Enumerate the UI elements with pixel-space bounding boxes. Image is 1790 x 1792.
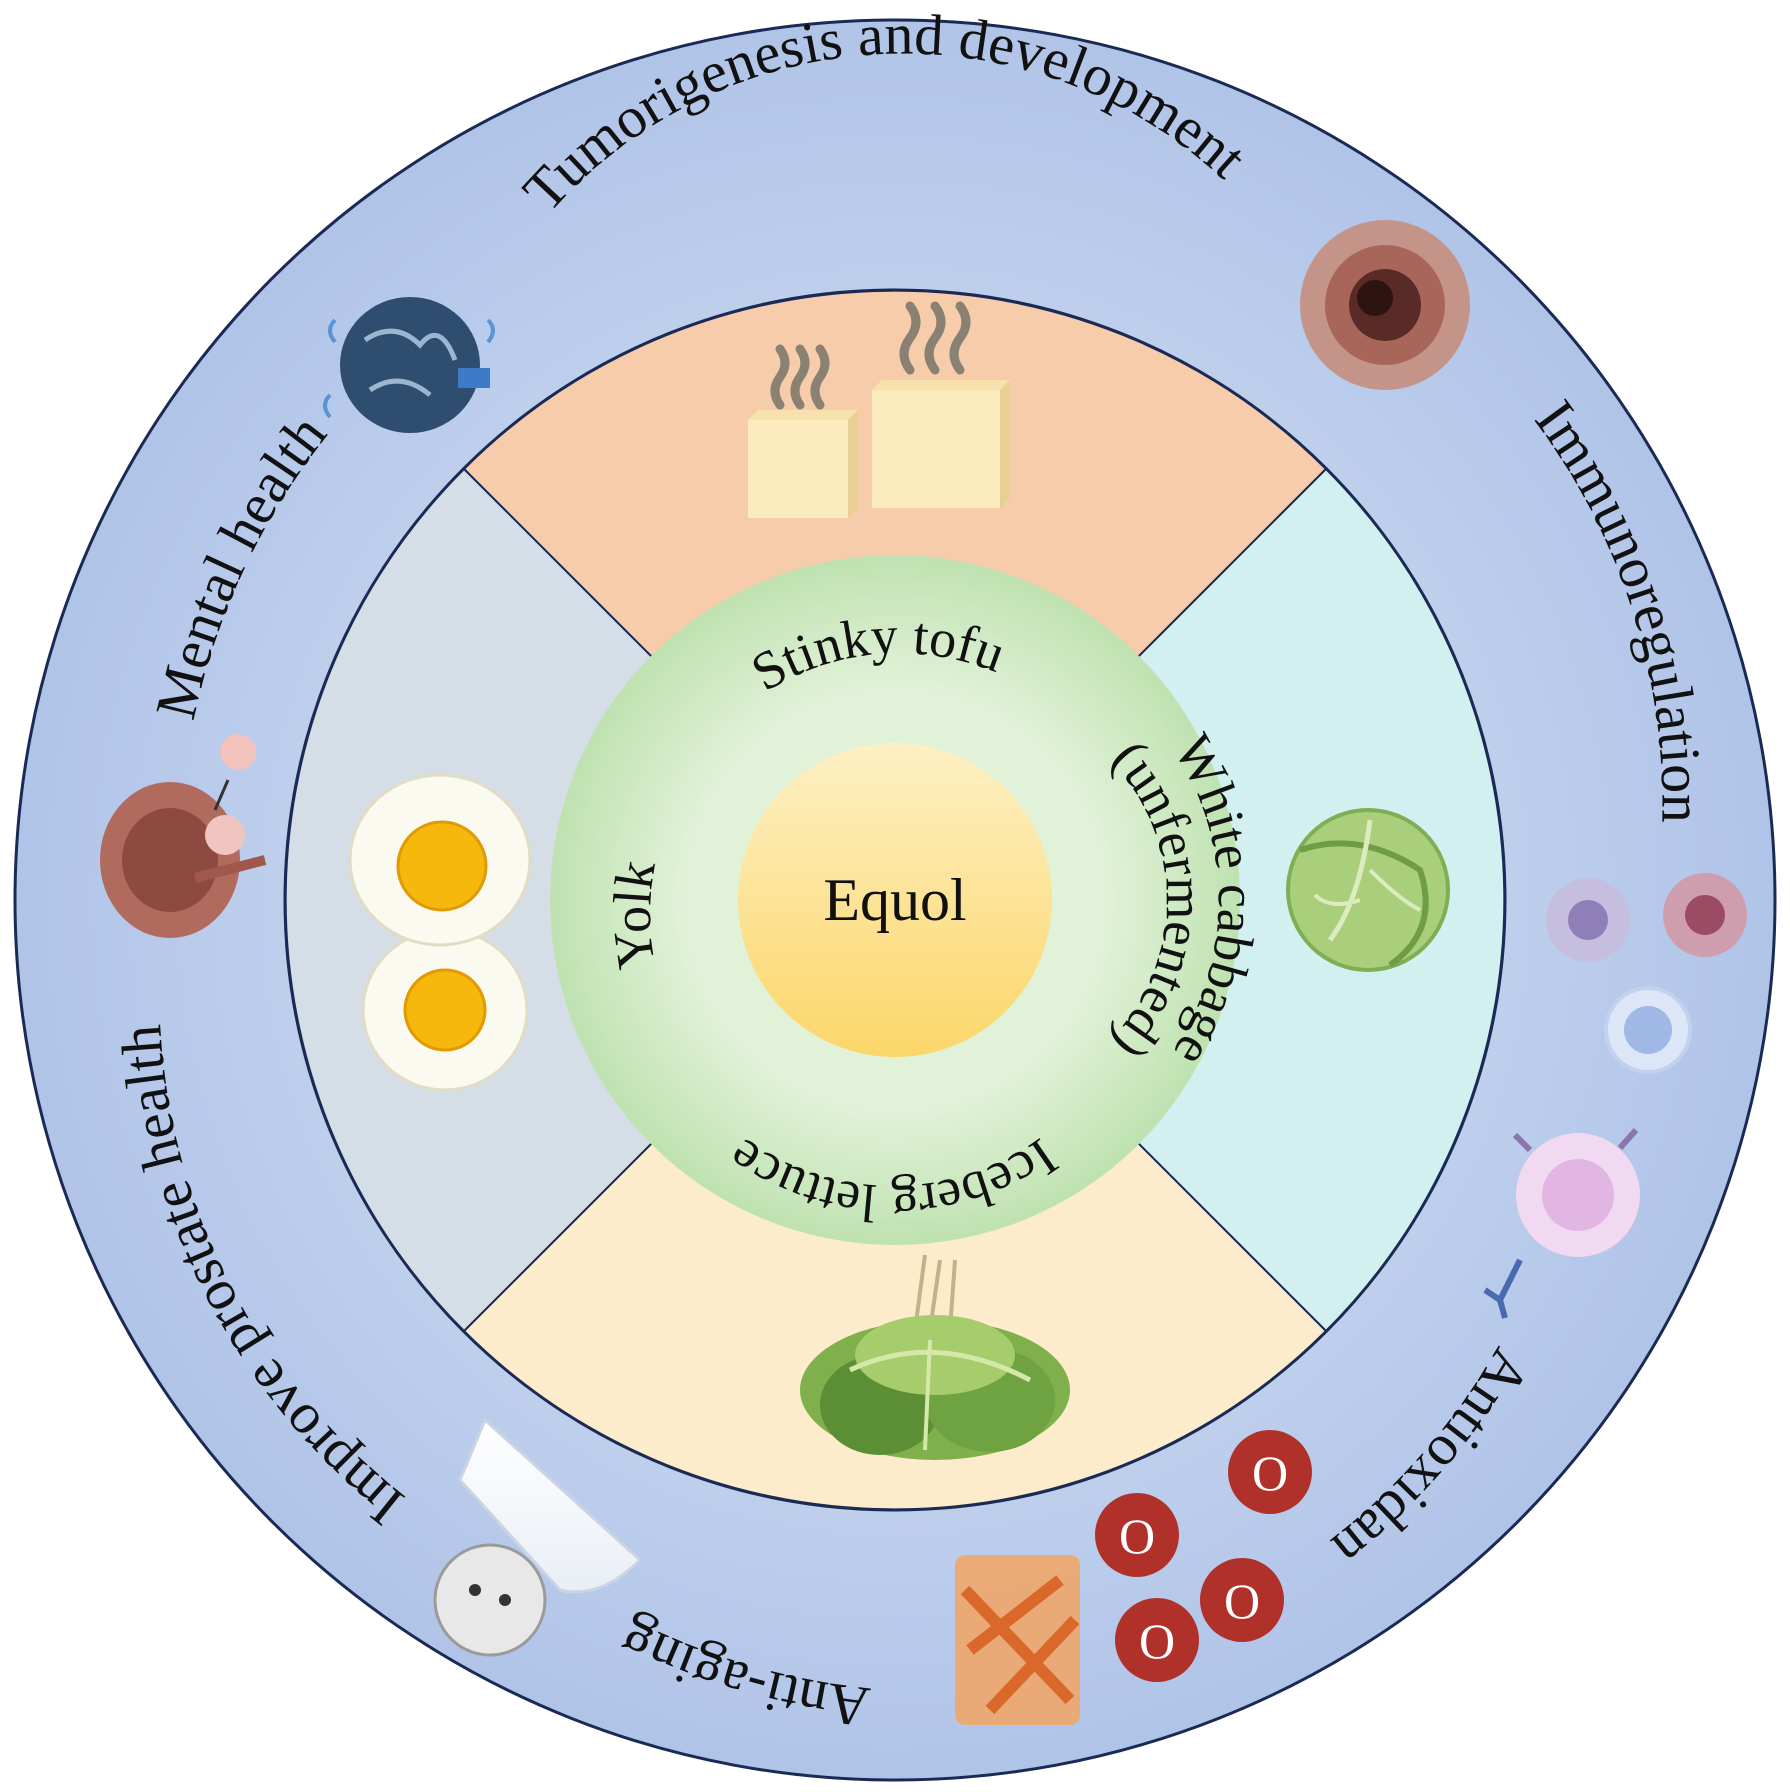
svg-text:O: O: [1252, 1445, 1288, 1501]
immune-cells-icon: [1483, 873, 1747, 1319]
center-label: Equol: [823, 867, 966, 933]
svg-text:O: O: [1119, 1508, 1155, 1564]
lettuce-icon: [800, 1254, 1070, 1460]
svg-text:O: O: [1139, 1613, 1175, 1669]
protein-icon: [955, 1555, 1080, 1725]
aging-face-icon: [433, 1417, 643, 1657]
brain-icon: [323, 297, 495, 433]
fried-egg-icon: [348, 773, 532, 1092]
antioxidant-red-cells-icon: O O O O: [1095, 1430, 1312, 1682]
stinky-tofu-icon: [748, 301, 1010, 518]
source-label-yolk: Yolk: [602, 857, 667, 973]
svg-text:O: O: [1224, 1573, 1260, 1629]
cabbage-icon: [1286, 808, 1450, 972]
center-circle: [738, 743, 1052, 1057]
prostate-icon: [100, 734, 267, 938]
tumor-icon: [1300, 220, 1470, 390]
